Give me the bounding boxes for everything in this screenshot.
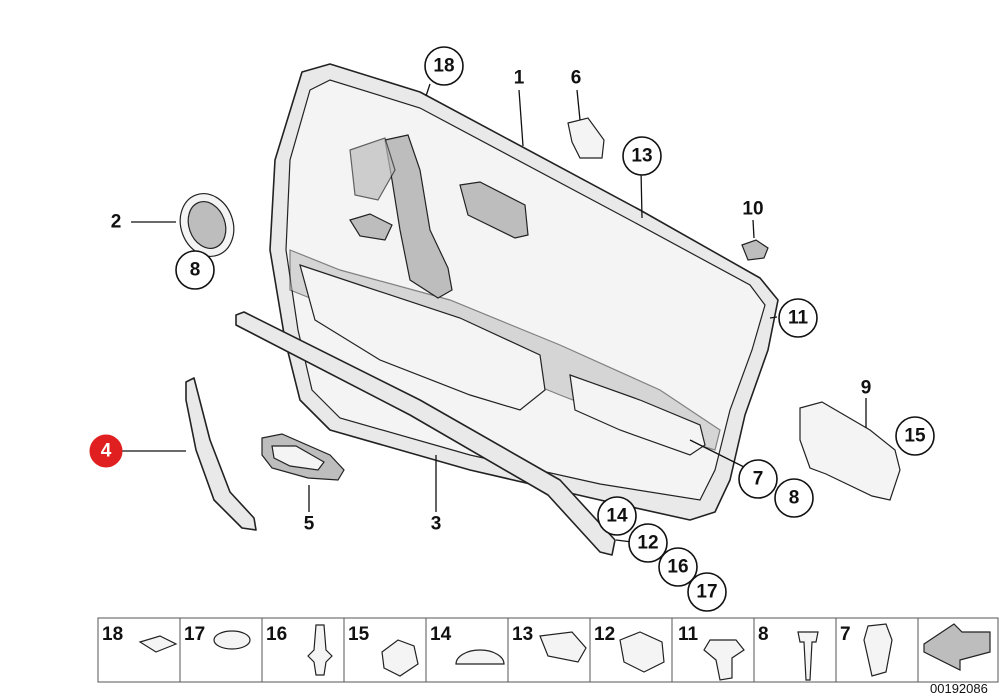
- callout-18: 18: [424, 46, 464, 86]
- expansion-clip-11-icon: [703, 639, 745, 681]
- clip: [741, 239, 769, 261]
- svg-text:10: 10: [742, 199, 763, 220]
- svg-text:3: 3: [431, 514, 442, 535]
- callout-2: 2: [111, 212, 122, 233]
- cap-17-icon: [213, 630, 251, 650]
- legend-label-7: 7: [840, 624, 851, 645]
- svg-text:4: 4: [101, 441, 112, 462]
- svg-text:9: 9: [861, 378, 872, 399]
- callout-12: 12: [628, 523, 668, 563]
- svg-text:18: 18: [433, 56, 454, 77]
- svg-text:1: 1: [514, 68, 525, 89]
- svg-text:16: 16: [667, 557, 688, 578]
- svg-text:12: 12: [637, 533, 658, 554]
- callout-1: 1: [514, 68, 525, 89]
- legend-label-14: 14: [430, 624, 452, 645]
- bracket: [567, 117, 605, 159]
- callout-5: 5: [304, 514, 315, 535]
- svg-text:8: 8: [789, 488, 800, 509]
- support-bracket: [799, 401, 901, 501]
- legend-label-17: 17: [184, 624, 205, 645]
- leader-lines: [120, 83, 867, 543]
- arrow-icon: [923, 623, 991, 671]
- nut-15-icon: [381, 639, 419, 677]
- callout-14: 14: [597, 496, 637, 536]
- callout-9: 9: [861, 378, 872, 399]
- svg-text:11: 11: [788, 308, 809, 329]
- callout-4-highlighted: 4: [89, 434, 123, 468]
- callout-15: 15: [895, 416, 935, 456]
- speaker-cover: [179, 193, 235, 257]
- screw-8-icon: [797, 631, 819, 681]
- callout-16: 16: [658, 547, 698, 587]
- callout-11: 11: [778, 298, 818, 338]
- svg-text:15: 15: [904, 426, 926, 447]
- svg-text:5: 5: [304, 514, 315, 535]
- legend-label-13: 13: [512, 624, 533, 645]
- pin-16-icon: [307, 624, 333, 676]
- callout-13: 13: [622, 136, 662, 176]
- diagram-number: 00192086: [930, 681, 988, 696]
- callout-8-upper: 8: [175, 250, 215, 290]
- trim-strip: [235, 311, 616, 556]
- legend-label-18: 18: [102, 624, 123, 645]
- legend-label-12: 12: [594, 624, 615, 645]
- svg-text:13: 13: [631, 146, 652, 167]
- svg-text:7: 7: [753, 469, 764, 490]
- clip-12-icon: [619, 631, 665, 673]
- svg-text:8: 8: [190, 260, 201, 281]
- callout-7: 7: [738, 459, 778, 499]
- door-trim-panel: [269, 63, 779, 521]
- legend-label-8: 8: [758, 624, 769, 645]
- svg-text:14: 14: [606, 506, 628, 527]
- door-handle: [261, 433, 345, 481]
- legend-label-15: 15: [348, 624, 370, 645]
- callout-10: 10: [742, 199, 763, 220]
- clip-7-icon: [863, 623, 893, 677]
- callout-8-lower: 8: [774, 478, 814, 518]
- callout-17: 17: [687, 572, 727, 612]
- legend-label-11: 11: [678, 624, 699, 645]
- callout-6: 6: [571, 68, 582, 89]
- svg-text:2: 2: [111, 212, 122, 233]
- svg-text:17: 17: [696, 582, 717, 603]
- grommet-14-icon: [455, 649, 505, 665]
- svg-text:6: 6: [571, 68, 582, 89]
- callout-3: 3: [431, 514, 442, 535]
- clip-18-icon: [138, 635, 178, 653]
- legend-label-16: 16: [266, 624, 287, 645]
- clip-13-icon: [539, 631, 587, 663]
- fastener-legend: 18 17 16 15 14 13 12 11 8 7: [97, 617, 999, 683]
- cover-piece: [185, 377, 257, 531]
